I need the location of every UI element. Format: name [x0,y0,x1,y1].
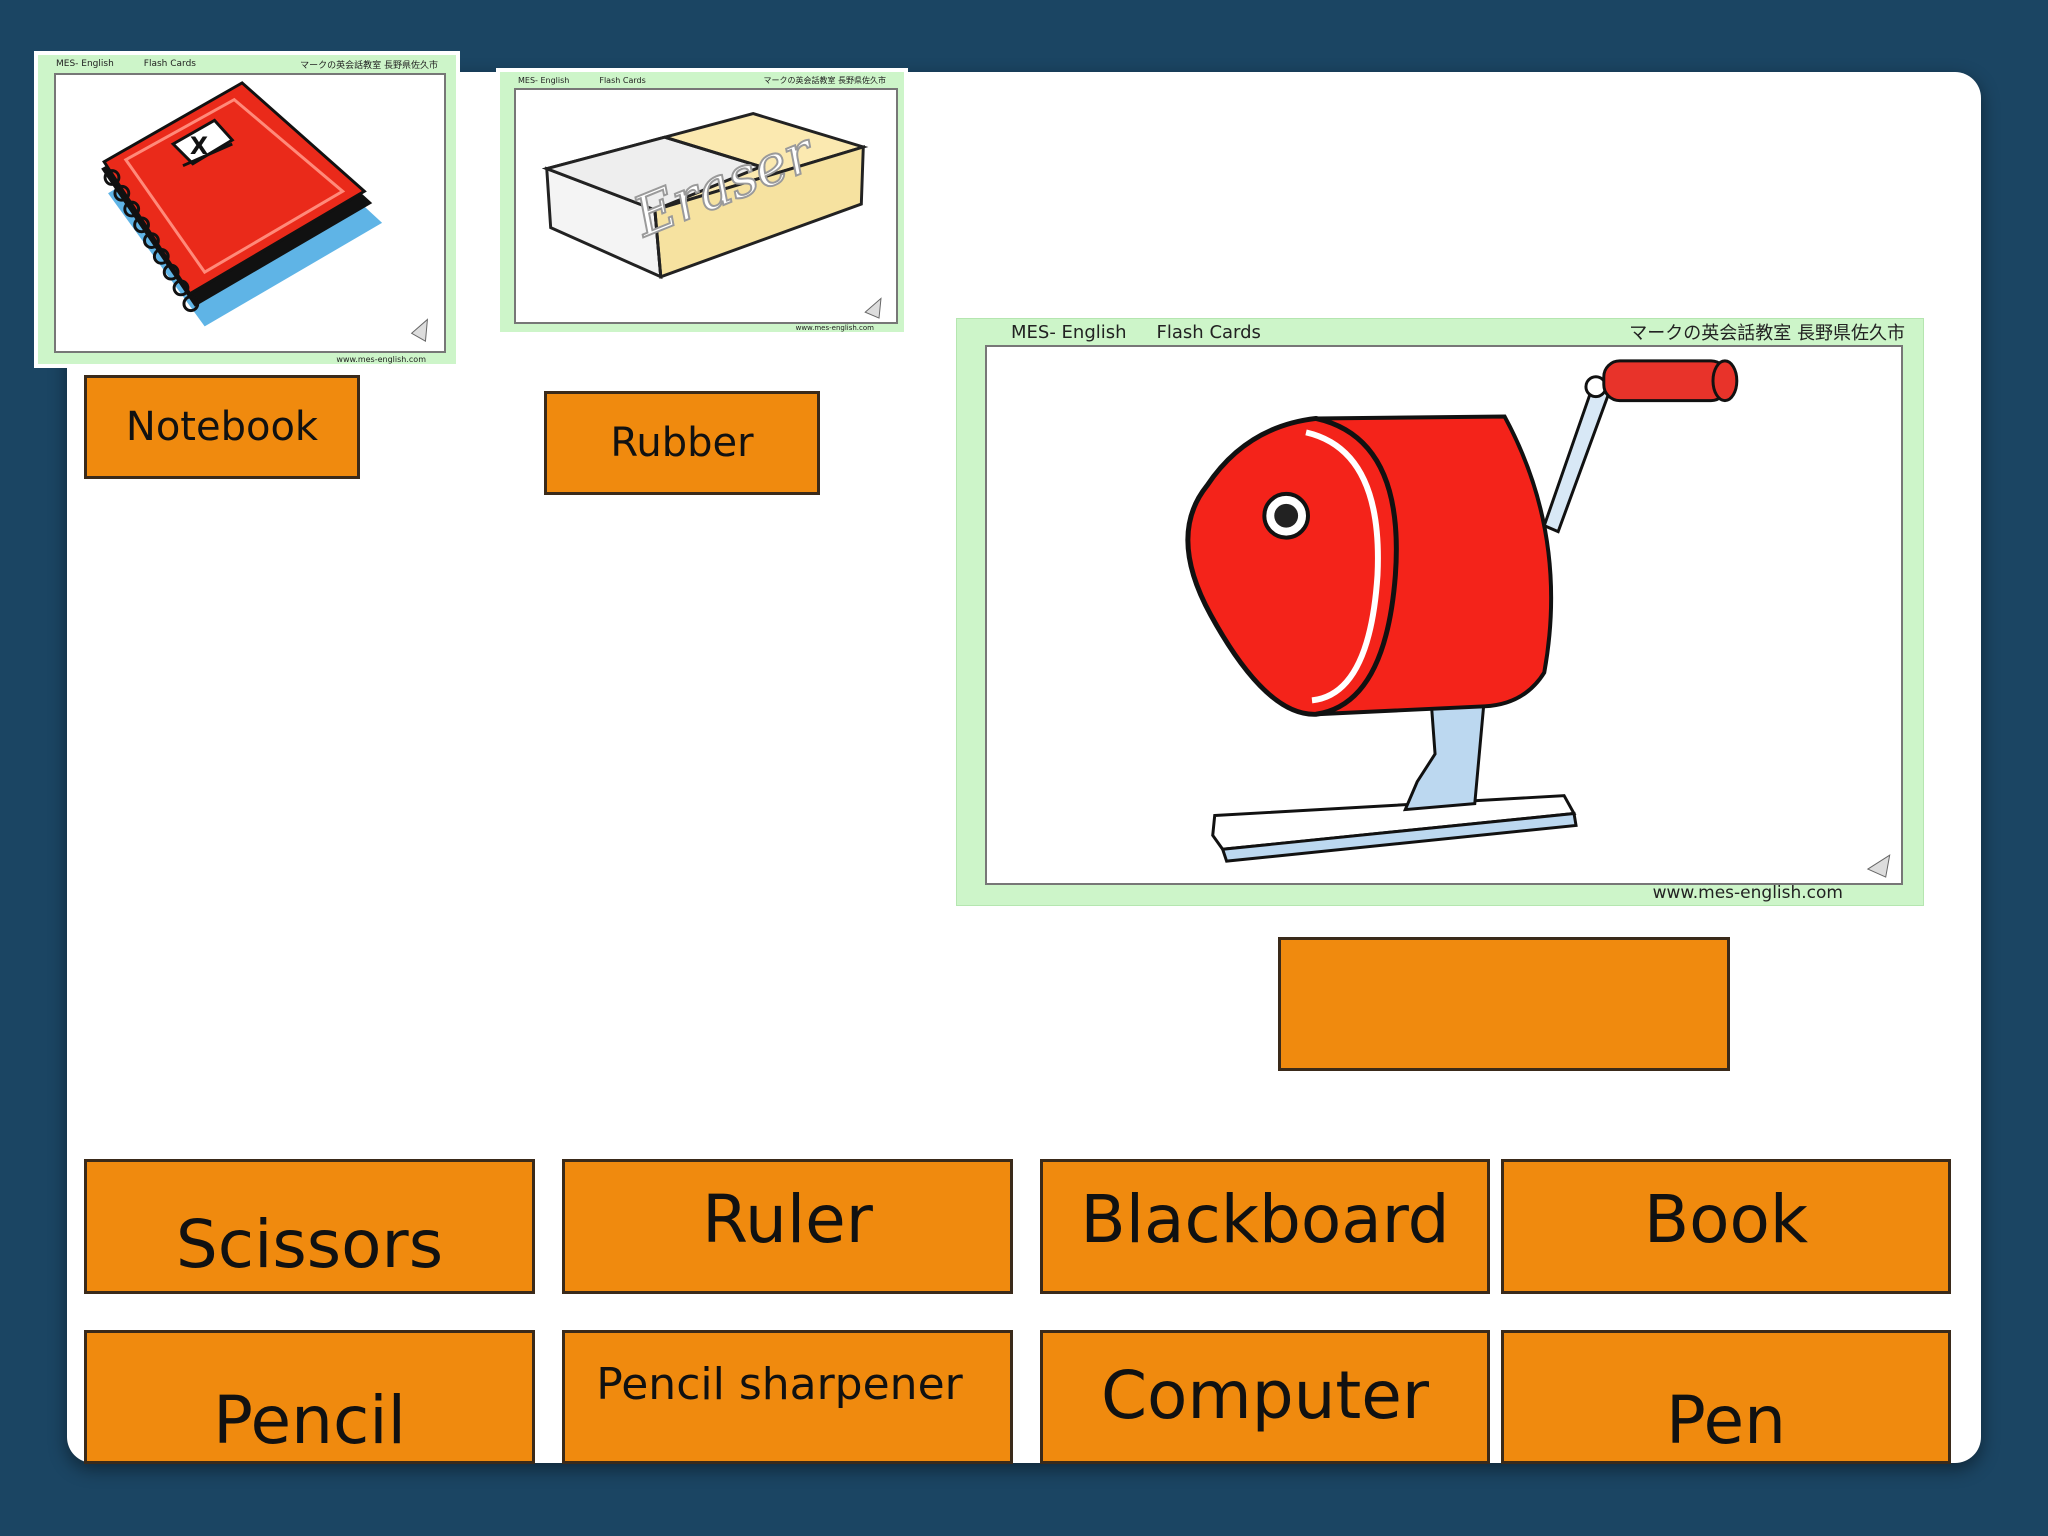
tile-text: Computer [1100,1357,1430,1434]
rubber-label-tile[interactable]: Rubber [544,391,820,495]
tile-text: Scissors [175,1206,444,1283]
word-tile-ruler[interactable]: Ruler [562,1159,1013,1294]
card-type: Flash Cards [143,59,196,69]
word-tile-computer[interactable]: Computer [1040,1330,1490,1464]
word-tile-scissors[interactable]: Scissors [84,1159,535,1294]
card-type: Flash Cards [599,75,646,85]
notebook-flash-card[interactable]: MES- English Flash Cards マークの英会話教室 長野県佐久市… [34,51,460,368]
card-brand: MES- English [56,59,114,69]
card-header: MES- English Flash Cards マークの英会話教室 長野県佐久市 [38,55,456,73]
tile-text: Pencil sharpener [596,1359,963,1410]
pencil-sharpener-icon [1185,359,1891,878]
tile-text: Pen [1666,1382,1786,1459]
word-tile-pencil-sharpener[interactable]: Pencil sharpener [562,1330,1013,1464]
card-school: マークの英会話教室 長野県佐久市 [763,75,886,85]
pencil-sharpener-flash-card[interactable]: MES- English Flash Cards マークの英会話教室 長野県佐久市 [956,318,1924,906]
card-image-area: Eraser [514,88,898,324]
card-school: マークの英会話教室 長野県佐久市 [300,60,438,71]
card-brand: MES- English [518,75,570,85]
notebook-label-tile[interactable]: Notebook [84,375,360,479]
empty-drop-target[interactable] [1278,937,1730,1071]
card-footer: www.mes-english.com [336,355,426,364]
tile-text: Book [1643,1181,1809,1258]
word-tile-book[interactable]: Book [1501,1159,1951,1294]
word-tile-pen[interactable]: Pen [1501,1330,1951,1464]
eraser-icon: Eraser [541,112,882,319]
card-type: Flash Cards [1156,321,1261,343]
card-header: MES- English Flash Cards マークの英会話教室 長野県佐久市 [500,72,904,88]
eraser-flash-card[interactable]: MES- English Flash Cards マークの英会話教室 長野県佐久市… [496,68,908,336]
tile-text: Pencil [213,1382,406,1459]
svg-text:X: X [190,132,208,160]
tile-text: Notebook [125,404,319,450]
card-footer: www.mes-english.com [795,324,874,332]
tile-text: Blackboard [1080,1181,1450,1258]
word-tile-pencil[interactable]: Pencil [84,1330,535,1464]
card-footer: www.mes-english.com [1652,883,1843,903]
card-brand: MES- English [1011,321,1127,343]
tile-text: Rubber [610,420,754,466]
card-header: MES- English Flash Cards マークの英会話教室 長野県佐久市 [957,319,1923,345]
word-tile-blackboard[interactable]: Blackboard [1040,1159,1490,1294]
notebook-icon: X [101,81,429,342]
card-school: マークの英会話教室 長野県佐久市 [1629,323,1905,344]
card-image-area [985,345,1903,885]
card-image-area: X [54,73,446,353]
tile-text: Ruler [702,1181,873,1258]
